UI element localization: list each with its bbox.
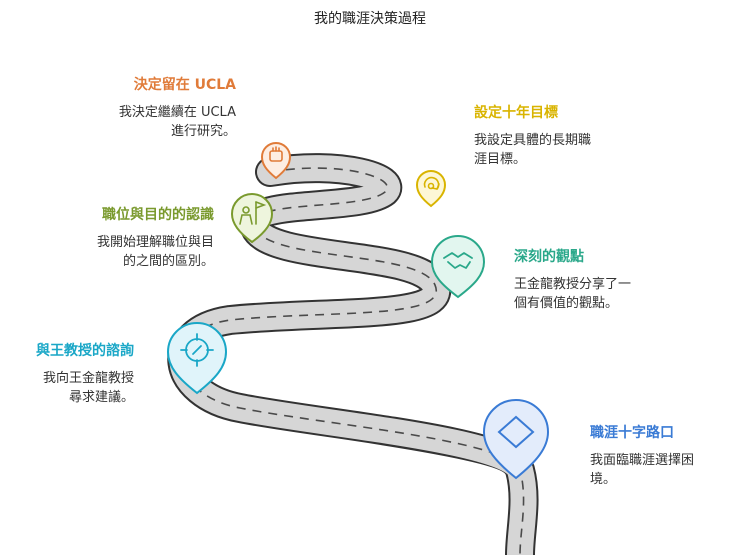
milestone-desc-line: 我面臨職涯選擇困: [590, 453, 695, 468]
label-consult: 與王教授的諮詢 我向王金龍教授 尋求建議。: [10, 342, 134, 407]
page-title: 我的職涯決策過程: [314, 11, 426, 27]
milestone-desc-line: 王金龍教授分享了一: [514, 277, 632, 292]
pin-crossroad: [482, 399, 550, 480]
milestone-heading: 決定留在 UCLA: [133, 77, 236, 93]
person-flag-icon: [239, 201, 267, 225]
milestone-desc-line: 我決定繼續在 UCLA: [118, 105, 236, 120]
label-insight: 深刻的觀點 王金龍教授分享了一 個有價值的觀點。: [514, 248, 714, 313]
target-refresh-icon: [423, 176, 440, 190]
milestone-heading: 職涯十字路口: [590, 425, 674, 441]
milestone-desc-line: 進行研究。: [170, 124, 236, 139]
milestone-desc-line: 我開始理解職位與目: [96, 235, 214, 250]
diamond-icon: [497, 415, 535, 449]
milestone-heading: 與王教授的諮詢: [36, 343, 134, 359]
milestone-desc-line: 涯目標。: [474, 152, 527, 167]
fist-icon: [269, 146, 283, 162]
label-crossroad: 職涯十字路口 我面臨職涯選擇困 境。: [590, 424, 730, 489]
milestone-desc-line: 尋求建議。: [68, 390, 134, 405]
milestone-desc-line: 境。: [590, 472, 617, 487]
label-goal: 設定十年目標 我設定具體的長期職 涯目標。: [474, 104, 674, 169]
label-ucla: 決定留在 UCLA 我決定繼續在 UCLA 進行研究。: [60, 76, 236, 141]
milestone-desc-line: 個有價值的觀點。: [514, 296, 619, 311]
crosshair-icon: [180, 333, 214, 367]
milestone-desc-line: 的之間的區別。: [122, 254, 214, 269]
milestone-heading: 職位與目的的認識: [102, 207, 214, 223]
milestone-desc-line: 我設定具體的長期職: [474, 133, 592, 148]
pin-goal: [415, 170, 447, 208]
pin-consult: [166, 322, 228, 395]
milestone-heading: 設定十年目標: [474, 105, 558, 121]
label-purpose: 職位與目的的認識 我開始理解職位與目 的之間的區別。: [20, 206, 214, 271]
winding-road: [167, 153, 539, 555]
milestone-desc-line: 我向王金龍教授: [42, 371, 134, 386]
pin-purpose: [230, 193, 274, 244]
pin-insight: [430, 235, 486, 299]
handshake-icon: [443, 252, 473, 269]
pin-ucla: [260, 142, 292, 180]
milestone-heading: 深刻的觀點: [514, 249, 584, 265]
